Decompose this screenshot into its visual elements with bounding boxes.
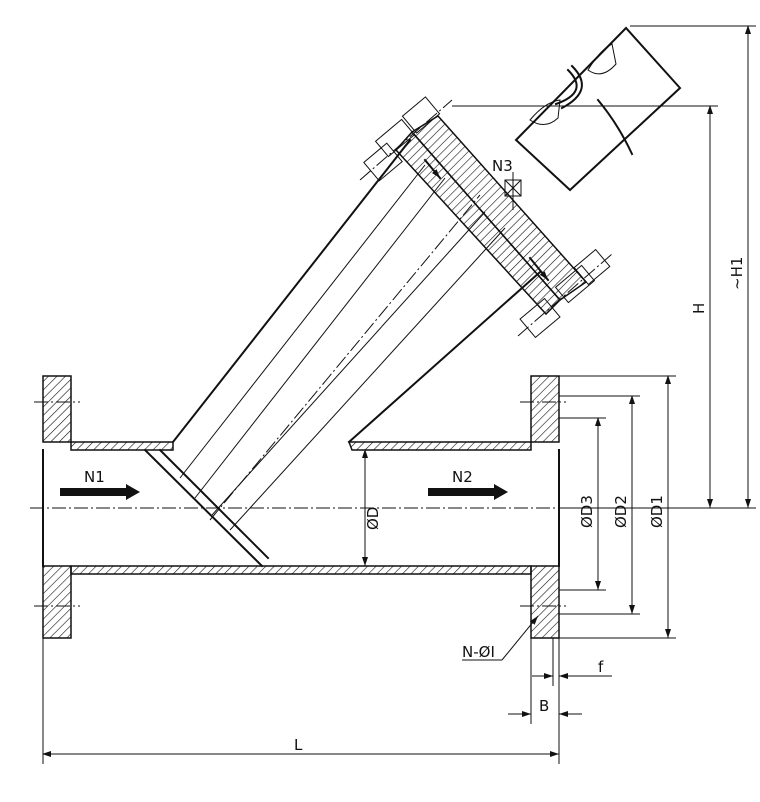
flow-arrow-n2	[428, 484, 508, 500]
right-flange-top	[530, 375, 560, 443]
dim-l-label: L	[294, 736, 303, 754]
cover-bolt-top	[359, 96, 453, 182]
right-flange-bottom	[530, 565, 560, 639]
dim-b-label: B	[539, 697, 549, 715]
n2-label: N2	[452, 468, 473, 486]
n3-plug	[504, 172, 522, 210]
dim-d3-label: ØD3	[578, 495, 596, 528]
cover-flange	[410, 115, 588, 301]
dim-d1-label: ØD1	[648, 495, 666, 528]
dim-d-label: ØD	[364, 507, 382, 530]
dim-f-label: f	[598, 658, 604, 676]
bolts-label: N-ØI	[462, 643, 495, 661]
cover-bolt-bottom	[517, 248, 613, 339]
valve-body	[30, 375, 570, 639]
n3-label: N3	[492, 157, 513, 175]
flow-arrow-n1	[60, 484, 140, 500]
left-flange-top	[42, 375, 72, 443]
dim-h-label: H	[690, 303, 708, 314]
dim-h1-label: ~H1	[728, 257, 746, 290]
screen-detail	[514, 26, 682, 192]
n1-label: N1	[84, 468, 105, 486]
dim-d2-label: ØD2	[612, 495, 630, 528]
strainer-branch	[171, 96, 613, 531]
left-flange-bottom	[42, 565, 72, 639]
